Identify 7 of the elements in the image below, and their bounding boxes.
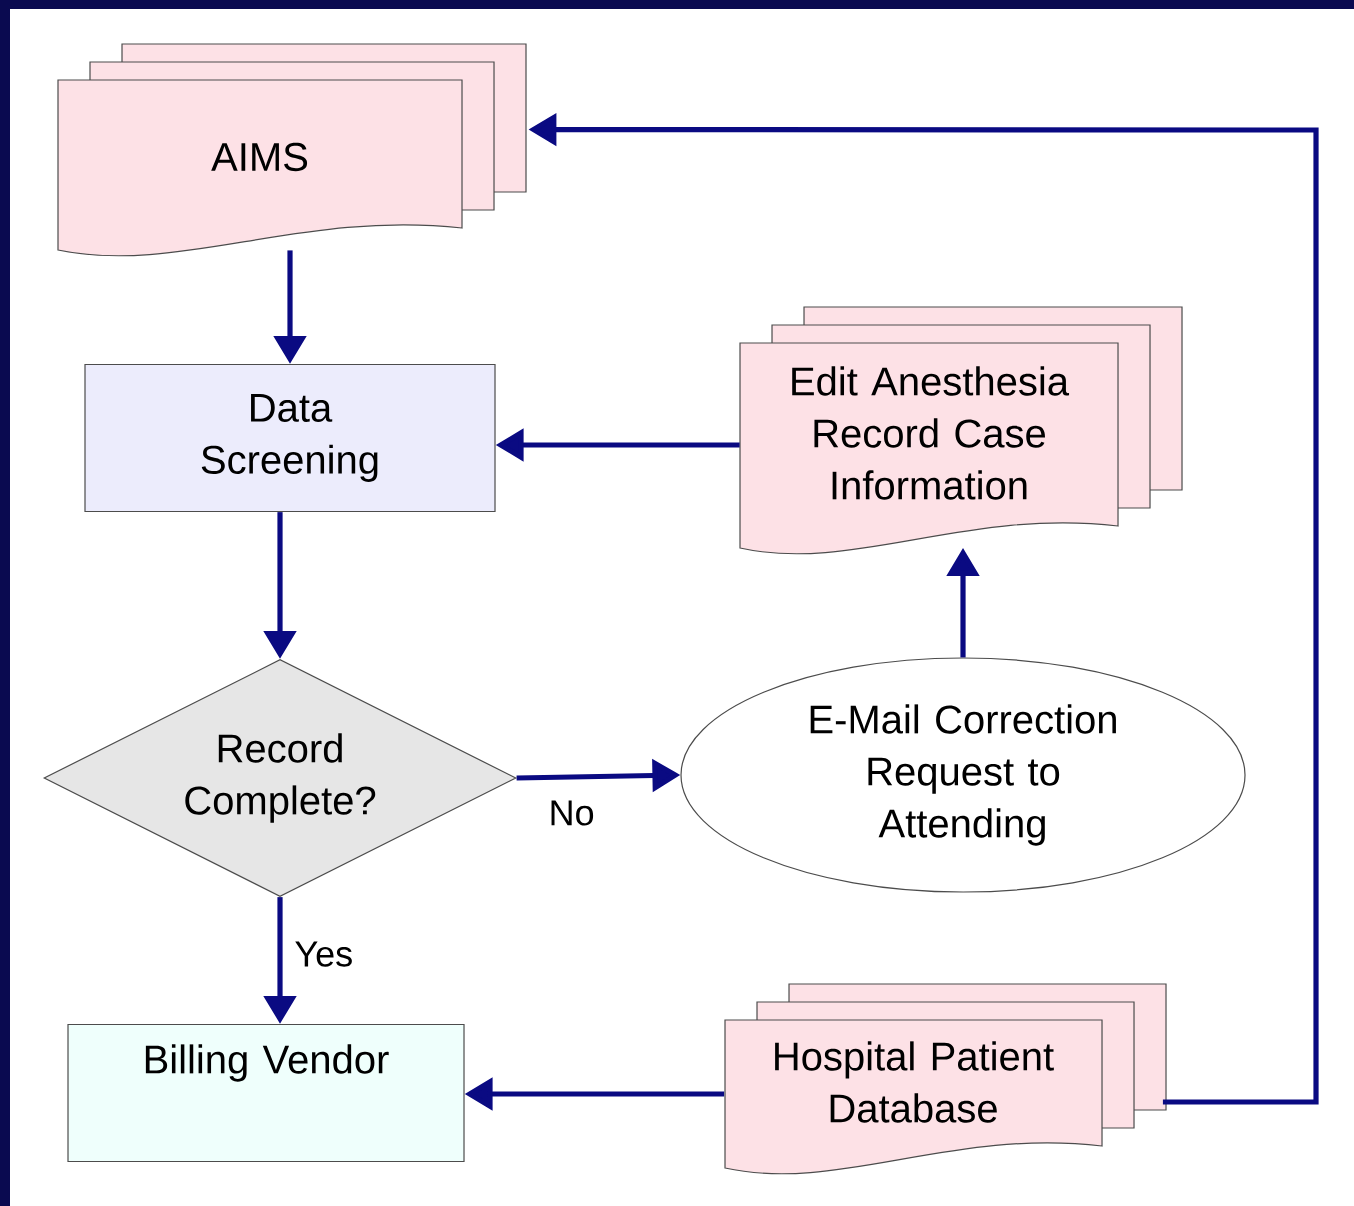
- edge-label: Yes: [292, 939, 356, 969]
- document-stack: AIMS: [57, 43, 527, 257]
- process-box: Data Screening: [84, 363, 496, 513]
- edge-label: No: [546, 798, 597, 828]
- process-box: Billing Vendor: [67, 1023, 465, 1163]
- document-stack: Hospital Patient Database: [724, 983, 1167, 1175]
- document-stack: Edit Anesthesia Record Case Information: [739, 306, 1183, 555]
